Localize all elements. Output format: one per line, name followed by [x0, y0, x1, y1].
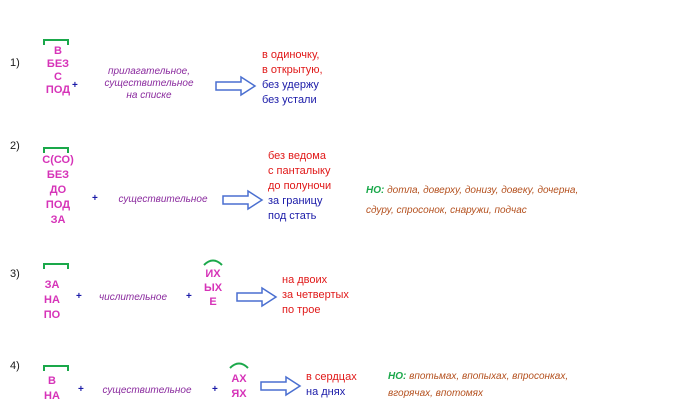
prefix: ПОД: [45, 199, 71, 211]
prefix-mark: [43, 263, 69, 269]
prefix-list: В НА: [28, 374, 76, 404]
arrow-icon: [215, 75, 257, 97]
arrow-icon: [222, 189, 264, 211]
exception-label: НО:: [366, 185, 385, 196]
example: до полуночи: [268, 180, 332, 192]
example: по трое: [282, 304, 321, 316]
example: на днях: [306, 386, 346, 398]
prefix-list: ЗА НА ПО: [28, 278, 76, 323]
prefix: С: [54, 71, 62, 83]
example: за четвертых: [282, 289, 349, 301]
exception-note: НО: впотьмах, впопыхах, впросонках, вгор…: [388, 370, 668, 401]
prefix: С(СО): [42, 154, 74, 166]
prefix: В: [48, 375, 56, 387]
prefix: ЗА: [44, 279, 60, 291]
prefix: БЕЗ: [46, 169, 70, 181]
arrow-icon: [260, 375, 302, 397]
part-of-speech: прилагательное, существительное на списк…: [104, 66, 194, 101]
prefix: ПО: [43, 309, 61, 321]
suffix: Е: [209, 296, 217, 308]
prefix: БЕЗ: [46, 58, 70, 70]
prefix-list: В БЕЗ С ПОД: [32, 45, 84, 97]
example: за границу: [268, 195, 323, 207]
suffix: ИХ: [205, 268, 221, 280]
example-list: в сердцах на днях: [306, 370, 357, 400]
prefix: ПОД: [45, 84, 71, 96]
plus-sign: +: [78, 384, 84, 395]
exception-line: впотьмах, впопыхах, впросонках,: [409, 371, 569, 382]
suffix-mark: [203, 259, 223, 266]
example: без устали: [262, 94, 317, 106]
suffix: ЫХ: [203, 282, 223, 294]
prefix-mark: [43, 365, 69, 371]
prefix: ЗА: [50, 214, 66, 226]
plus-sign: +: [72, 80, 78, 91]
example-list: без ведома с панталыку до полуночи за гр…: [268, 149, 331, 224]
example-list: в одиночку, в открытую, без удержу без у…: [262, 48, 323, 108]
part-of-speech: существительное: [102, 385, 192, 396]
example: с панталыку: [268, 165, 331, 177]
example-list: на двоих за четвертых по трое: [282, 273, 349, 318]
prefix: НА: [44, 294, 60, 306]
exception-line: вгорячах, впотомях: [388, 388, 483, 399]
suffix-list: АХ ЯХ: [224, 372, 254, 402]
example: в открытую,: [262, 64, 323, 76]
suffix: АХ: [231, 373, 247, 385]
arrow-icon: [236, 286, 278, 308]
rule-number: 1): [10, 57, 20, 69]
prefix: В: [54, 45, 62, 57]
prefix: ДО: [49, 184, 67, 196]
example: под стать: [268, 210, 317, 222]
exception-line: сдуру, спросонок, снаружи, подчас: [366, 205, 527, 216]
example: в одиночку,: [262, 49, 320, 61]
rule-number: 2): [10, 140, 20, 152]
plus-sign: +: [92, 193, 98, 204]
example: без удержу: [262, 79, 319, 91]
exception-line: дотла, доверху, донизу, довеку, дочерна,: [387, 185, 579, 196]
suffix-mark: [229, 362, 249, 369]
rule-number: 4): [10, 360, 20, 372]
example: в сердцах: [306, 371, 357, 383]
prefix-list: С(СО) БЕЗ ДО ПОД ЗА: [32, 153, 84, 228]
prefix: НА: [44, 390, 60, 402]
plus-sign: +: [212, 384, 218, 395]
exception-label: НО:: [388, 371, 407, 382]
exception-note: НО: дотла, доверху, донизу, довеку, доче…: [366, 184, 666, 218]
prefix-mark: [43, 39, 69, 45]
prefix-mark: [43, 147, 69, 153]
part-of-speech: числительное: [98, 292, 168, 303]
plus-sign: +: [186, 291, 192, 302]
rule-number: 3): [10, 268, 20, 280]
example: без ведома: [268, 150, 326, 162]
plus-sign: +: [76, 291, 82, 302]
suffix: ЯХ: [231, 388, 247, 400]
suffix-list: ИХ ЫХ Е: [198, 267, 228, 309]
part-of-speech: существительное: [118, 194, 208, 205]
example: на двоих: [282, 274, 328, 286]
